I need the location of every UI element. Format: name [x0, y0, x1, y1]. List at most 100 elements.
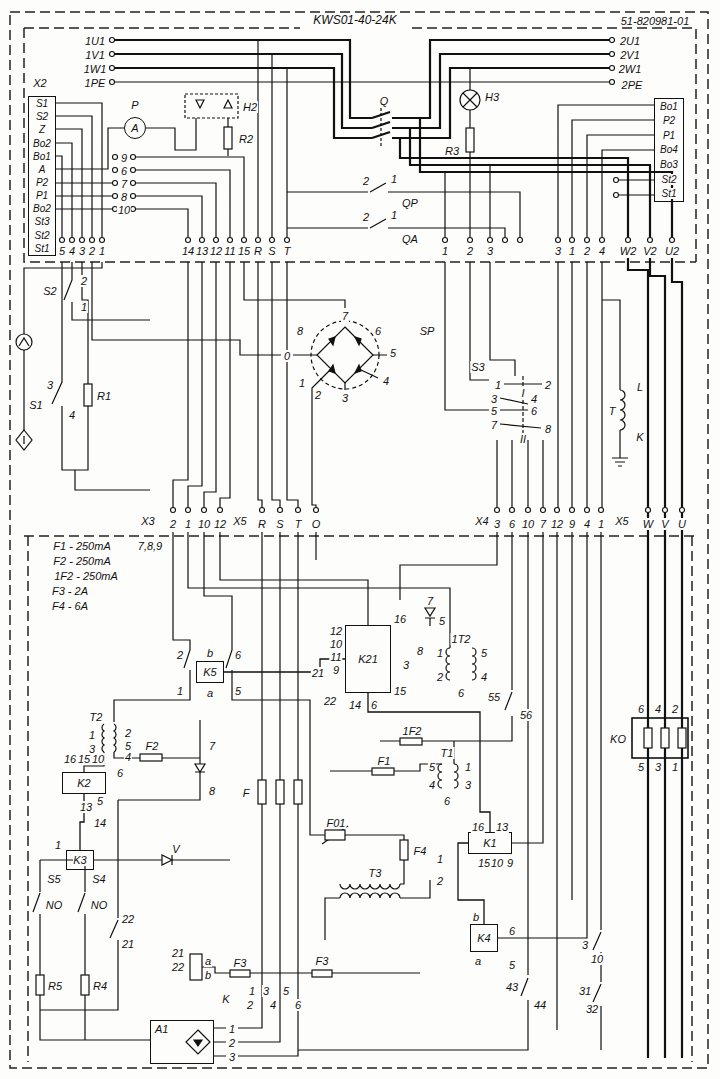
wire — [392, 40, 612, 138]
terminal-label: 51-820981-01 — [620, 11, 691, 29]
terminal-dot — [186, 238, 191, 243]
terminal-label: 2V1 — [619, 45, 641, 63]
label-text: 5 — [428, 761, 436, 773]
wire — [204, 532, 325, 835]
wire — [56, 103, 102, 237]
terminal-label: 2 — [88, 241, 96, 259]
terminal-label: 10 — [91, 749, 105, 767]
wire — [425, 608, 435, 616]
wire — [114, 532, 190, 722]
terminal-label: R1 — [96, 386, 112, 404]
label-text: 6 — [457, 687, 465, 699]
terminal-label: 6 — [508, 514, 516, 532]
terminal-label: 1 — [390, 205, 398, 223]
wire — [112, 81, 612, 82]
terminal-label: 1W1 — [83, 59, 108, 77]
terminal-label: 21 — [171, 943, 185, 961]
wire — [140, 754, 162, 761]
wire — [620, 390, 625, 430]
wire — [294, 780, 302, 804]
terminal-label: 1 — [176, 681, 184, 699]
terminal-dot — [228, 238, 233, 243]
terminal-label: 6 — [116, 763, 124, 781]
label-text: 5 — [508, 959, 516, 971]
label-text: 4 — [583, 518, 591, 530]
terminal-label: F — [242, 783, 251, 801]
label-text: 2W1 — [618, 63, 643, 75]
wire — [36, 975, 44, 995]
node-text: K3 — [73, 854, 86, 866]
terminal-label: 1 — [568, 241, 576, 259]
label-text: b — [206, 647, 214, 659]
terminal-label: 2 — [671, 699, 679, 717]
wire — [24, 536, 696, 1062]
terminal-label: 6 — [374, 321, 382, 339]
terminal-dot — [113, 181, 118, 186]
terminal-label: 15 — [237, 241, 251, 259]
wire — [136, 157, 245, 237]
terminal-label: 13 — [195, 241, 209, 259]
wire — [287, 219, 505, 237]
wire — [325, 880, 430, 940]
wire — [19, 338, 29, 346]
label-text: H2 — [242, 101, 258, 113]
wire — [312, 369, 331, 508]
terminal-label: 4 — [598, 241, 606, 259]
node-text: St1 — [34, 243, 49, 254]
label-text: K — [635, 431, 644, 443]
terminal-label: 2 — [176, 645, 184, 663]
wire — [16, 334, 32, 350]
terminal-dot — [555, 508, 560, 513]
terminal-label: 14 — [348, 695, 362, 713]
label-text: 6 — [443, 795, 451, 807]
terminal-label: 1V1 — [84, 45, 106, 63]
label-text: 2 — [466, 245, 474, 257]
wire — [355, 337, 361, 345]
terminal-label: 6 — [370, 695, 378, 713]
terminal-label: 1 — [228, 1019, 236, 1037]
terminal-label: 7 — [208, 736, 216, 754]
terminal-label: 2 — [583, 241, 591, 259]
terminal-label: 13 — [79, 797, 93, 815]
label-text: 10 — [197, 518, 211, 530]
label-text: KO — [609, 733, 627, 745]
label-text: 1W1 — [83, 63, 108, 75]
terminal-label: H3 — [484, 87, 500, 105]
terminal-label: 12 — [213, 514, 227, 532]
terminal-label: 4 — [428, 775, 436, 793]
label-text: 5 — [234, 685, 242, 697]
wire — [196, 100, 204, 108]
node-text: A1 — [155, 1023, 168, 1035]
terminal-dot — [113, 194, 118, 199]
terminal-label: 4 — [124, 747, 132, 765]
label-text: 14 — [181, 245, 195, 257]
label-text: 11 — [223, 245, 236, 257]
terminal-label: 8 — [416, 641, 424, 659]
terminal-label: 1 — [494, 375, 502, 393]
terminal-label: 6 — [234, 645, 242, 663]
terminal-label: 10 — [490, 853, 504, 871]
terminal-label: 3 — [493, 514, 501, 532]
label-text: 10 — [490, 857, 504, 869]
wire — [214, 1028, 226, 1056]
label-text: X3 — [140, 515, 155, 527]
label-text: 5 — [480, 647, 488, 659]
label-text: 1 — [390, 209, 398, 221]
terminal-label: 1 — [597, 514, 605, 532]
terminal-dot — [585, 508, 590, 513]
terminal-label: 31 — [578, 981, 592, 999]
terminal-label: QA — [401, 229, 419, 247]
wire — [602, 300, 628, 466]
terminal-dot — [256, 238, 261, 243]
terminal-block: Bo1P2P1Bo4Bo3St2St1 — [654, 98, 684, 202]
wire — [340, 893, 400, 898]
terminal-label: S1 — [28, 395, 43, 413]
label-text: 3 — [46, 379, 54, 391]
label-text: F2 - 250mA — [52, 555, 111, 567]
label-text: 3 — [554, 245, 562, 257]
label-text: 15 — [77, 753, 91, 765]
label-text: 3 — [402, 659, 410, 671]
label-text: a — [204, 955, 212, 967]
label-text: 7 — [539, 518, 547, 530]
label-text: b — [204, 969, 212, 981]
